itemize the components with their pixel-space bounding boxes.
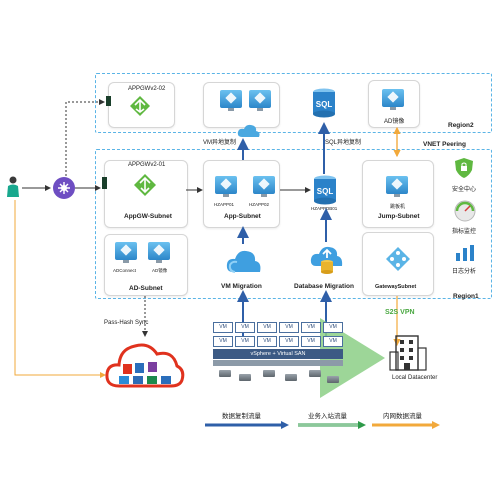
vm-box: VM bbox=[235, 336, 255, 347]
s2s-vpn-label: S2S VPN bbox=[385, 309, 415, 316]
server-icon bbox=[285, 374, 297, 381]
vm-box: VM bbox=[279, 322, 299, 333]
server-icon bbox=[219, 370, 231, 377]
chart-icon bbox=[455, 244, 475, 262]
vm-icon bbox=[382, 89, 404, 110]
log-analysis-label: 日志分析 bbox=[452, 269, 477, 275]
region2-ad-label: AD镜像 bbox=[384, 119, 405, 125]
gauge-icon bbox=[454, 200, 476, 222]
vm-icon bbox=[148, 242, 170, 263]
database-migration-icon bbox=[310, 244, 344, 276]
region1-appgw-port bbox=[102, 177, 107, 189]
jump-subnet-label: Jump-Subnet bbox=[378, 213, 420, 220]
vnet-peering-label: VNET Peering bbox=[423, 141, 466, 148]
db-migration-label: Database Migration bbox=[294, 283, 354, 290]
jump-subnet bbox=[362, 160, 434, 228]
legend-business-in: 业务入站流量 bbox=[308, 413, 347, 420]
cloud-icon bbox=[237, 123, 261, 144]
appgw-01-label: APPGWv2-01 bbox=[128, 162, 166, 168]
ad-subnet-label: AD-Subnet bbox=[129, 285, 163, 292]
vm-icon bbox=[386, 176, 408, 197]
server-icon bbox=[309, 370, 321, 377]
traffic-manager-icon bbox=[52, 176, 76, 200]
vm-copy-label: VM异地复制 bbox=[203, 140, 237, 146]
vm-icon bbox=[215, 176, 237, 197]
local-datacenter-label: Local Datacenter bbox=[392, 375, 438, 381]
office365-icon bbox=[105, 334, 185, 390]
legend-data-copy: 数据复制流量 bbox=[222, 413, 261, 420]
region2-appgw-label: APPGWv2-02 bbox=[128, 86, 166, 92]
region2-label: Region2 bbox=[448, 122, 474, 129]
legend-intranet: 内网数据流量 bbox=[383, 413, 422, 420]
ad-mirror-label: AD镜像 bbox=[152, 268, 168, 273]
vm-icon bbox=[253, 176, 275, 197]
vm-box: VM bbox=[323, 336, 343, 347]
vm-box: VM bbox=[235, 322, 255, 333]
vm-box: VM bbox=[213, 336, 233, 347]
storage-bar bbox=[213, 360, 343, 366]
vm-box: VM bbox=[279, 336, 299, 347]
app-subnet-label: App-Subnet bbox=[224, 213, 261, 220]
sql-icon: SQL bbox=[313, 175, 337, 205]
building-icon bbox=[388, 330, 428, 372]
server-icon bbox=[263, 370, 275, 377]
vm-icon bbox=[115, 242, 137, 263]
app-vm1-label: HZAPP01 bbox=[214, 202, 235, 207]
region1-boundary bbox=[95, 149, 492, 299]
vm-box: VM bbox=[257, 336, 277, 347]
region2-appgw-port bbox=[106, 96, 111, 106]
metrics-monitor-label: 指标监控 bbox=[452, 229, 477, 235]
sql-icon: SQL bbox=[312, 88, 336, 118]
cloud-icon bbox=[226, 248, 262, 279]
svg-text:SQL: SQL bbox=[316, 100, 333, 109]
svg-text:SQL: SQL bbox=[317, 187, 334, 196]
ad-connect-label: ADConnect bbox=[113, 268, 137, 273]
region1-label: Region1 bbox=[453, 293, 479, 300]
appgw-subnet-label: AppGW-Subnet bbox=[124, 213, 172, 220]
gateway-subnet-label: GatewaySubnet bbox=[375, 284, 417, 290]
vm-migration-label: VM Migration bbox=[221, 283, 262, 290]
region2-boundary bbox=[95, 73, 492, 133]
server-icon bbox=[327, 376, 339, 383]
vm-box: VM bbox=[323, 322, 343, 333]
app-vm2-label: HZAPP02 bbox=[249, 202, 270, 207]
vm-box: VM bbox=[301, 322, 321, 333]
server-icon bbox=[239, 374, 251, 381]
sql-copy-label: SQL异地复制 bbox=[325, 140, 362, 146]
vsphere-bar: vSphere + Virtual SAN bbox=[213, 349, 343, 359]
shield-icon bbox=[454, 157, 474, 179]
user-icon bbox=[6, 176, 20, 198]
vsphere-cluster: VM VM VM VM VM VM VM VM VM VM VM VM vSph… bbox=[213, 322, 345, 390]
gateway-icon bbox=[129, 95, 151, 117]
vm-box: VM bbox=[257, 322, 277, 333]
gateway-icon bbox=[133, 173, 157, 197]
vm-box: VM bbox=[301, 336, 321, 347]
jump-vm-label: 跳板机 bbox=[390, 204, 406, 210]
vpn-gateway-icon bbox=[385, 246, 411, 272]
pass-hash-sync-label: Pass-Hash Sync bbox=[104, 320, 149, 326]
security-center-label: 安全中心 bbox=[452, 187, 477, 193]
vm-box: VM bbox=[213, 322, 233, 333]
vm-icon bbox=[220, 90, 242, 111]
vm-icon bbox=[249, 90, 271, 111]
